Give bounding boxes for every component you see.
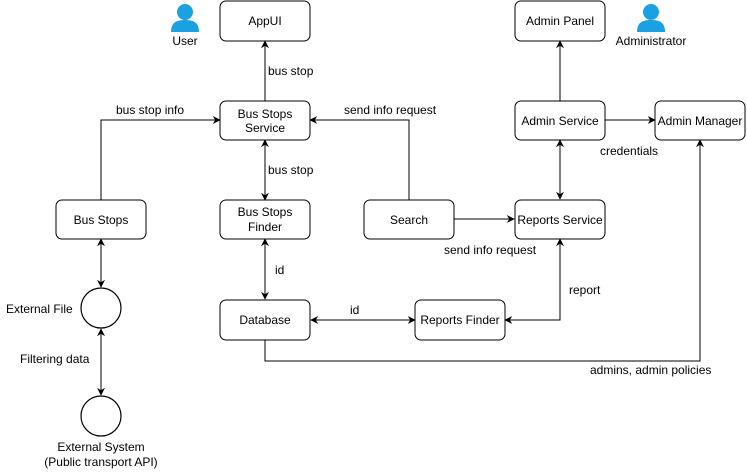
admin-panel-node: Admin Panel — [514, 0, 606, 42]
search-label: Search — [390, 213, 428, 227]
edge-label-id-vertical: id — [275, 263, 284, 277]
edge-label-id-horizontal: id — [350, 303, 359, 317]
reports-finder-node: Reports Finder — [414, 299, 506, 341]
edge-database-to-adminmanager — [264, 139, 704, 362]
edge-label-admins-policies: admins, admin policies — [590, 363, 711, 377]
edge-label-filtering-data: Filtering data — [20, 352, 90, 366]
edge-busstops-to-busstopsservice — [100, 116, 221, 200]
external-file-label: External File — [6, 302, 73, 316]
edge-label-bus-stop-up: bus stop — [268, 64, 314, 78]
external-system-label-line1: External System — [57, 440, 144, 454]
bus-stops-finder-label-line2: Finder — [248, 220, 282, 234]
bus-stops-label: Bus Stops — [74, 213, 129, 227]
bus-stops-service-label-line1: Bus Stops — [238, 107, 293, 121]
edge-label-send-info-request-bottom: send info request — [444, 243, 537, 257]
administrator-actor: Administrator — [616, 4, 687, 48]
admin-service-label: Admin Service — [521, 114, 599, 128]
admin-service-node: Admin Service — [514, 100, 606, 141]
appui-label: AppUI — [248, 14, 281, 28]
admin-manager-label: Admin Manager — [658, 114, 743, 128]
reports-service-label: Reports Service — [517, 213, 603, 227]
external-system-label-line2: (Public transport API) — [44, 455, 157, 469]
edge-search-to-busstopsservice — [309, 116, 410, 200]
reports-service-node: Reports Service — [514, 199, 606, 240]
external-file-node: External File — [6, 287, 122, 329]
edge-reportsservice-to-reportsfinder — [504, 238, 564, 324]
user-icon — [171, 4, 199, 32]
user-icon — [637, 4, 665, 32]
edge-label-bus-stop-info: bus stop info — [116, 103, 184, 117]
user-actor: User — [171, 4, 199, 48]
bus-stops-node: Bus Stops — [55, 199, 147, 240]
edge-label-bus-stop-mid: bus stop — [268, 163, 314, 177]
bus-stops-finder-label-line1: Bus Stops — [238, 205, 293, 219]
edge-label-report: report — [569, 283, 601, 297]
reports-finder-label: Reports Finder — [420, 313, 499, 327]
appui-node: AppUI — [219, 0, 311, 42]
database-label: Database — [239, 313, 291, 327]
search-node: Search — [363, 199, 455, 240]
bus-stops-finder-node: Bus Stops Finder — [219, 199, 311, 240]
edge-label-send-info-request-top: send info request — [344, 103, 437, 117]
edge-label-credentials: credentials — [600, 144, 658, 158]
bus-stops-service-node: Bus Stops Service — [219, 100, 311, 141]
admin-manager-node: Admin Manager — [654, 100, 746, 141]
external-system-node: External System (Public transport API) — [44, 395, 158, 469]
user-label: User — [172, 34, 197, 48]
bus-stops-service-label-line2: Service — [245, 121, 285, 135]
database-node: Database — [219, 299, 311, 341]
admin-panel-label: Admin Panel — [526, 14, 594, 28]
administrator-label: Administrator — [616, 34, 687, 48]
